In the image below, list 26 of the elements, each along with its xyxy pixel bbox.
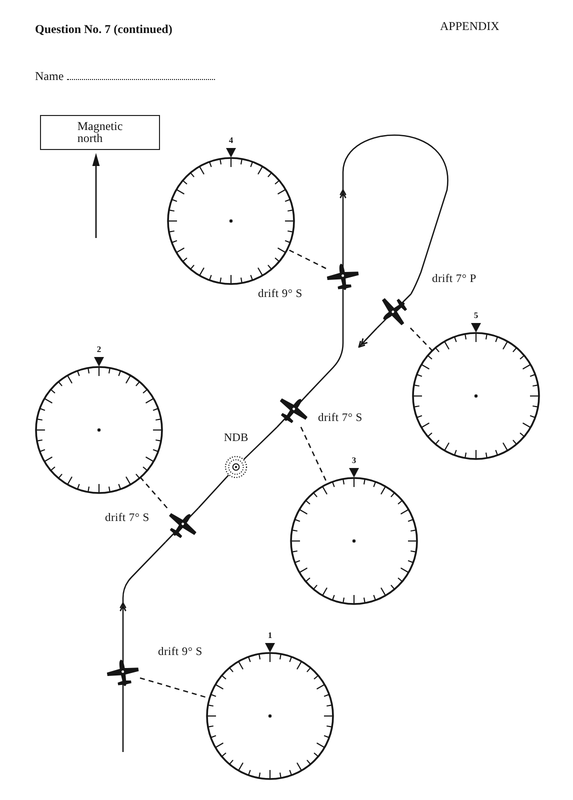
flight-track [340, 134, 448, 294]
question-heading: Question No. 7 (continued) [35, 22, 172, 36]
flight-track [122, 690, 124, 752]
drift-label: drift 9° S [258, 287, 302, 301]
drift-label: drift 7° S [105, 511, 150, 525]
dial-number: 4 [228, 134, 234, 146]
flight-track [308, 294, 344, 394]
drift-label: drift 9° S [158, 645, 202, 659]
flight-track [198, 474, 230, 508]
leader-line [287, 248, 326, 270]
dial-number: 5 [474, 309, 478, 321]
dial-number: 1 [268, 629, 272, 641]
label-frame [40, 115, 160, 150]
dial-number: 3 [352, 454, 356, 466]
drift-label: drift 7° P [432, 272, 476, 286]
leader-line [410, 328, 433, 352]
flight-track [120, 542, 166, 656]
leader-line [140, 477, 168, 508]
dial-number: 2 [96, 343, 102, 355]
beacon-label: NDB [224, 431, 248, 445]
name-label: Name [35, 69, 64, 83]
flight-track [243, 426, 278, 460]
drift-label: drift 7° S [318, 411, 362, 425]
section-label: APPENDIX [440, 19, 500, 33]
flight-track [358, 328, 378, 348]
caption-text: Magnetic north [77, 121, 123, 144]
